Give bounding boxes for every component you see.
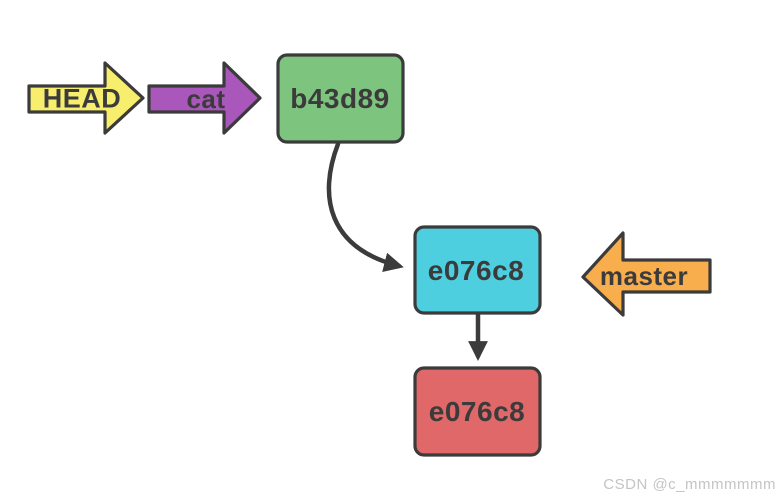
head-pointer-arrow xyxy=(27,61,145,135)
edge-b43d89-to-e076c8 xyxy=(326,141,404,272)
commit-label-e076c8-parent: e076c8 xyxy=(428,396,526,427)
master-pointer-arrow xyxy=(581,231,712,317)
head-pointer-label: HEAD xyxy=(42,83,122,114)
commit-label-b43d89: b43d89 xyxy=(290,83,390,114)
cat-pointer-arrow xyxy=(147,61,262,135)
commit-node-e076c8 xyxy=(413,225,542,315)
commit-node-b43d89 xyxy=(276,53,405,144)
watermark: CSDN @c_mmmmmmm xyxy=(603,476,776,493)
commit-node-e076c8-parent xyxy=(413,366,542,457)
commit-label-e076c8: e076c8 xyxy=(427,255,525,286)
master-pointer-label: master xyxy=(599,261,689,291)
cat-pointer-label: cat xyxy=(186,84,226,114)
